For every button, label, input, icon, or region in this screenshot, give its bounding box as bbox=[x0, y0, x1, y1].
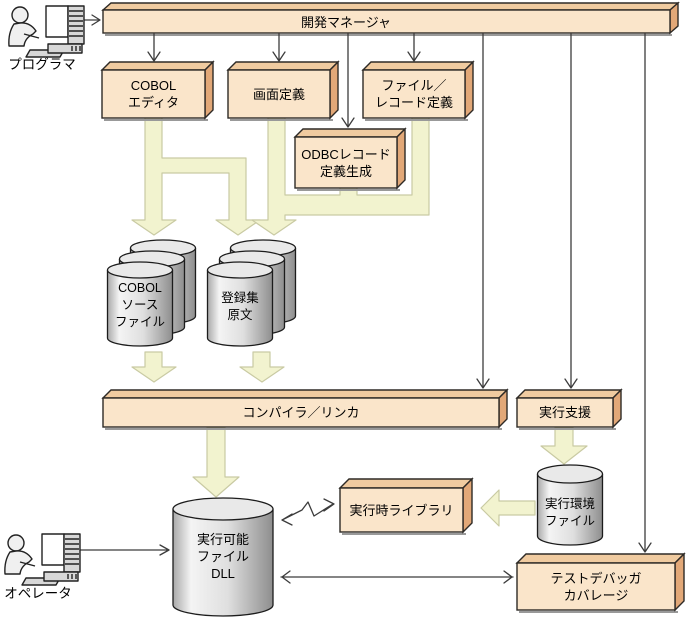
test-debugger-box bbox=[515, 552, 686, 613]
flow-source-to-compiler bbox=[131, 351, 177, 383]
library-text-cylinders bbox=[206, 239, 297, 347]
exec-support-box bbox=[515, 388, 623, 430]
flow-library-to-compiler bbox=[239, 351, 285, 383]
runtime-library-box bbox=[338, 477, 474, 535]
programmer-icon bbox=[8, 5, 85, 58]
arrow-manager-to-filedef bbox=[407, 33, 421, 62]
screen-def-box bbox=[226, 60, 340, 121]
compiler-linker-bar bbox=[101, 388, 509, 430]
arrow-manager-to-editor bbox=[147, 33, 161, 62]
flow-envfile-to-runtimelib bbox=[480, 489, 536, 527]
arrow-executable-runtimelib-zigzag bbox=[281, 498, 335, 526]
flow-compiler-to-executable bbox=[192, 427, 240, 498]
dev-manager-bar bbox=[101, 1, 680, 36]
exec-env-file-cylinder bbox=[536, 464, 604, 546]
flow-execsupport-to-envfile bbox=[540, 427, 588, 465]
arrow-manager-to-testdebugger bbox=[638, 33, 652, 553]
arrow-operator-to-executable bbox=[79, 544, 170, 556]
arrow-manager-to-odbc bbox=[341, 33, 355, 128]
arrow-executable-testdebugger-bidirectional bbox=[280, 570, 514, 584]
file-record-def-box bbox=[361, 60, 475, 121]
cobol-source-cylinders bbox=[106, 239, 197, 347]
operator-icon bbox=[4, 533, 81, 586]
arrow-manager-to-execsupport bbox=[564, 33, 578, 389]
flow-editor-to-source-and-library bbox=[131, 117, 261, 236]
arrow-manager-to-screendef bbox=[272, 33, 286, 62]
executable-file-cylinder bbox=[172, 497, 274, 617]
arrow-programmer-to-manager bbox=[83, 14, 101, 26]
arrow-manager-to-compiler bbox=[476, 33, 490, 389]
odbc-gen-box bbox=[293, 127, 407, 191]
cobol-editor-box bbox=[100, 60, 215, 121]
